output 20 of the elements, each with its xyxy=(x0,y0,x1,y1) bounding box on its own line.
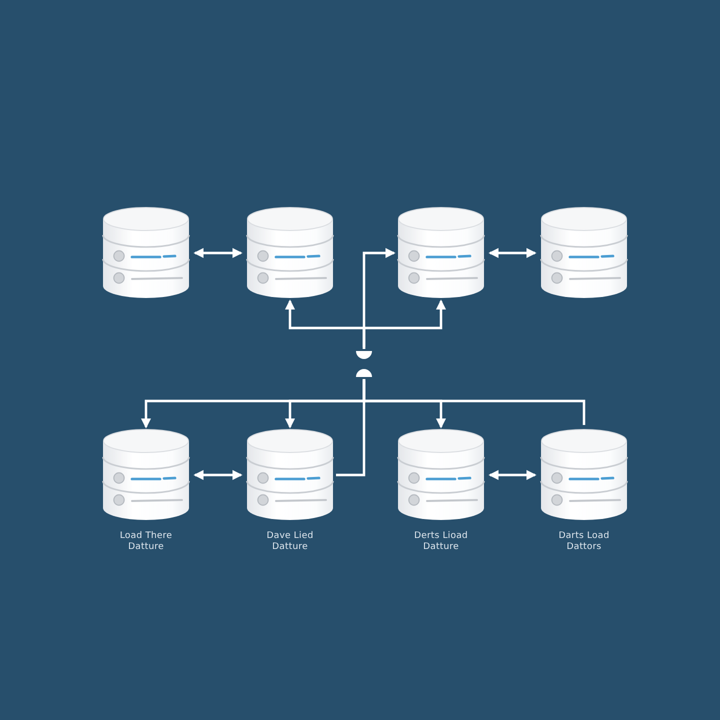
double-arrow xyxy=(194,470,242,480)
double-arrow xyxy=(488,248,536,258)
node-caption: Darts Load Dattors xyxy=(558,531,610,553)
database-cylinder xyxy=(247,207,333,299)
node-caption: Load There Datture xyxy=(118,531,174,553)
connector-line xyxy=(336,380,366,476)
arrow xyxy=(362,300,446,349)
database-cylinder xyxy=(541,429,627,521)
database-cylinder xyxy=(398,429,484,521)
database-cylinder xyxy=(103,207,189,299)
arrow xyxy=(362,248,396,347)
double-arrow xyxy=(194,248,242,258)
database-cylinder xyxy=(541,207,627,299)
node-caption: Dave Lied Datture xyxy=(266,531,314,553)
database-cylinder xyxy=(398,207,484,299)
arrow xyxy=(362,379,446,428)
database-cylinder xyxy=(247,429,333,521)
double-arrow xyxy=(488,470,536,480)
node-caption: Derts Lioad Datture xyxy=(413,531,469,553)
database-cylinder xyxy=(103,429,189,521)
